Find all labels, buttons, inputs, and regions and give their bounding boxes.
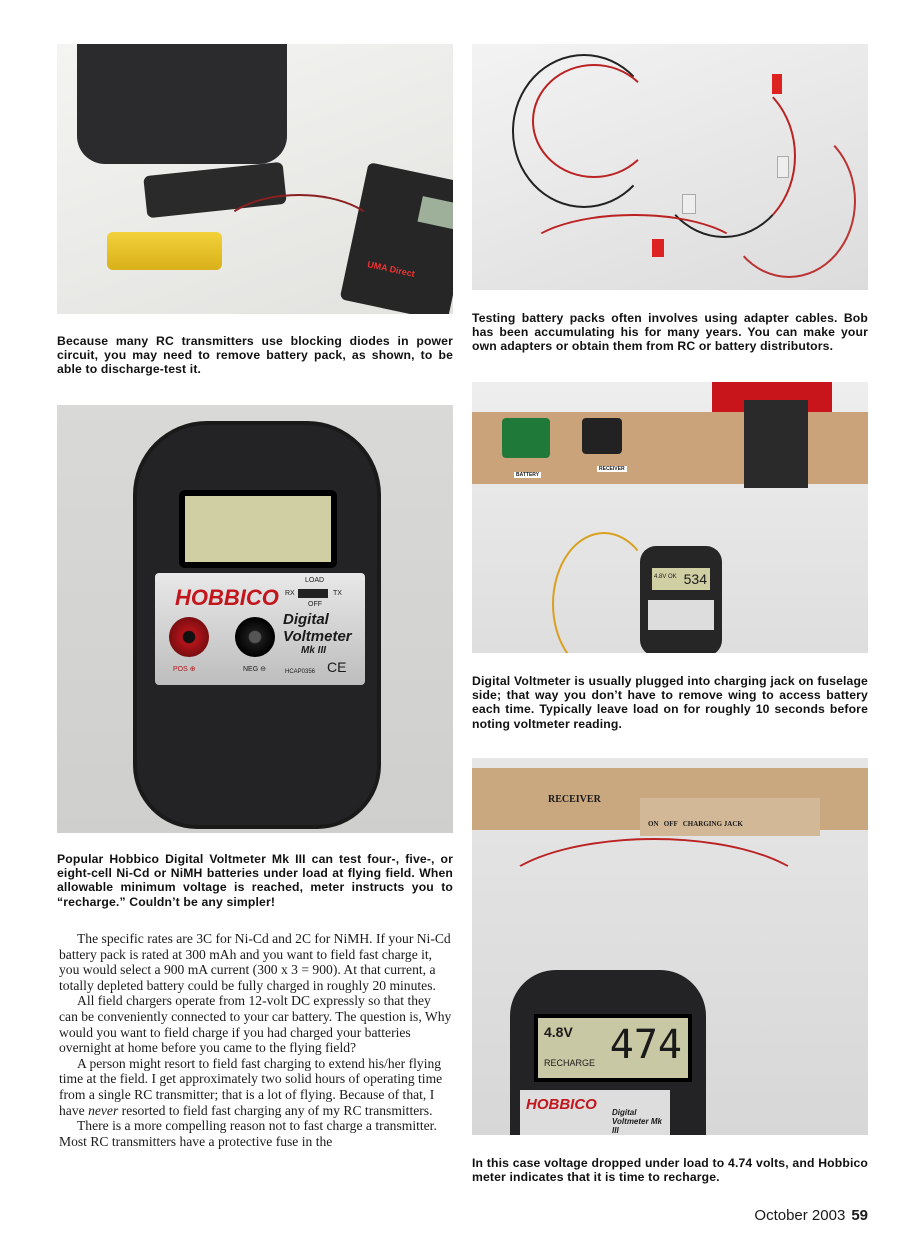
charger-brand-label: UMA Direct <box>366 259 416 279</box>
voltmeter-faceplate: HOBBICO LOAD RX TX OFF Digital Voltmeter… <box>155 573 365 685</box>
caption-fuselage: Digital Voltmeter is usually plugged int… <box>472 674 868 731</box>
article-body: The specific rates are 3C for Ni-Cd and … <box>59 931 453 1149</box>
battery-pack <box>502 418 550 458</box>
pos-jack <box>169 617 209 657</box>
neg-jack <box>235 617 275 657</box>
paragraph: A person might resort to field fast char… <box>59 1055 443 1118</box>
caption-recharge: In this case voltage dropped under load … <box>472 1156 868 1185</box>
photo-adapter-cables <box>472 44 868 290</box>
load-switch[interactable] <box>298 589 328 598</box>
lcd-display <box>179 490 337 568</box>
caption-transmitter: Because many RC transmitters use blockin… <box>57 334 453 377</box>
photo-transmitter-battery: UMA Direct <box>57 44 453 314</box>
caption-voltmeter: Popular Hobbico Digital Voltmeter Mk III… <box>57 852 453 909</box>
brand-logo: HOBBICO <box>175 585 279 610</box>
ce-mark: CE <box>327 659 347 675</box>
paragraph: The specific rates are 3C for Ni-Cd and … <box>59 931 451 993</box>
transmitter-body <box>77 44 287 164</box>
caption-cables: Testing battery packs often involves usi… <box>472 311 868 354</box>
lcd-display: 4.8V RECHARGE 474 <box>534 1014 692 1082</box>
page-footer: October 2003 59 <box>754 1207 868 1224</box>
receiver <box>582 418 622 454</box>
photo-hobbico-voltmeter: HOBBICO LOAD RX TX OFF Digital Voltmeter… <box>57 405 453 833</box>
issue-date: October 2003 <box>754 1207 846 1224</box>
paragraph: All field chargers operate from 12-volt … <box>59 993 452 1056</box>
page-number: 59 <box>851 1207 868 1224</box>
switch-plate: ON OFF CHARGING JACK <box>640 798 820 836</box>
battery-pack <box>107 232 222 270</box>
voltmeter: 4.8V RECHARGE 474 HOBBICO Digital Voltme… <box>510 970 706 1135</box>
photo-recharge-reading: RECEIVER ON OFF CHARGING JACK 4.8V RECHA… <box>472 758 868 1135</box>
photo-fuselage-setup: BATTERY RECEIVER 4.8V OK 534 <box>472 382 868 653</box>
paragraph: There is a more compelling reason not to… <box>59 1118 437 1149</box>
